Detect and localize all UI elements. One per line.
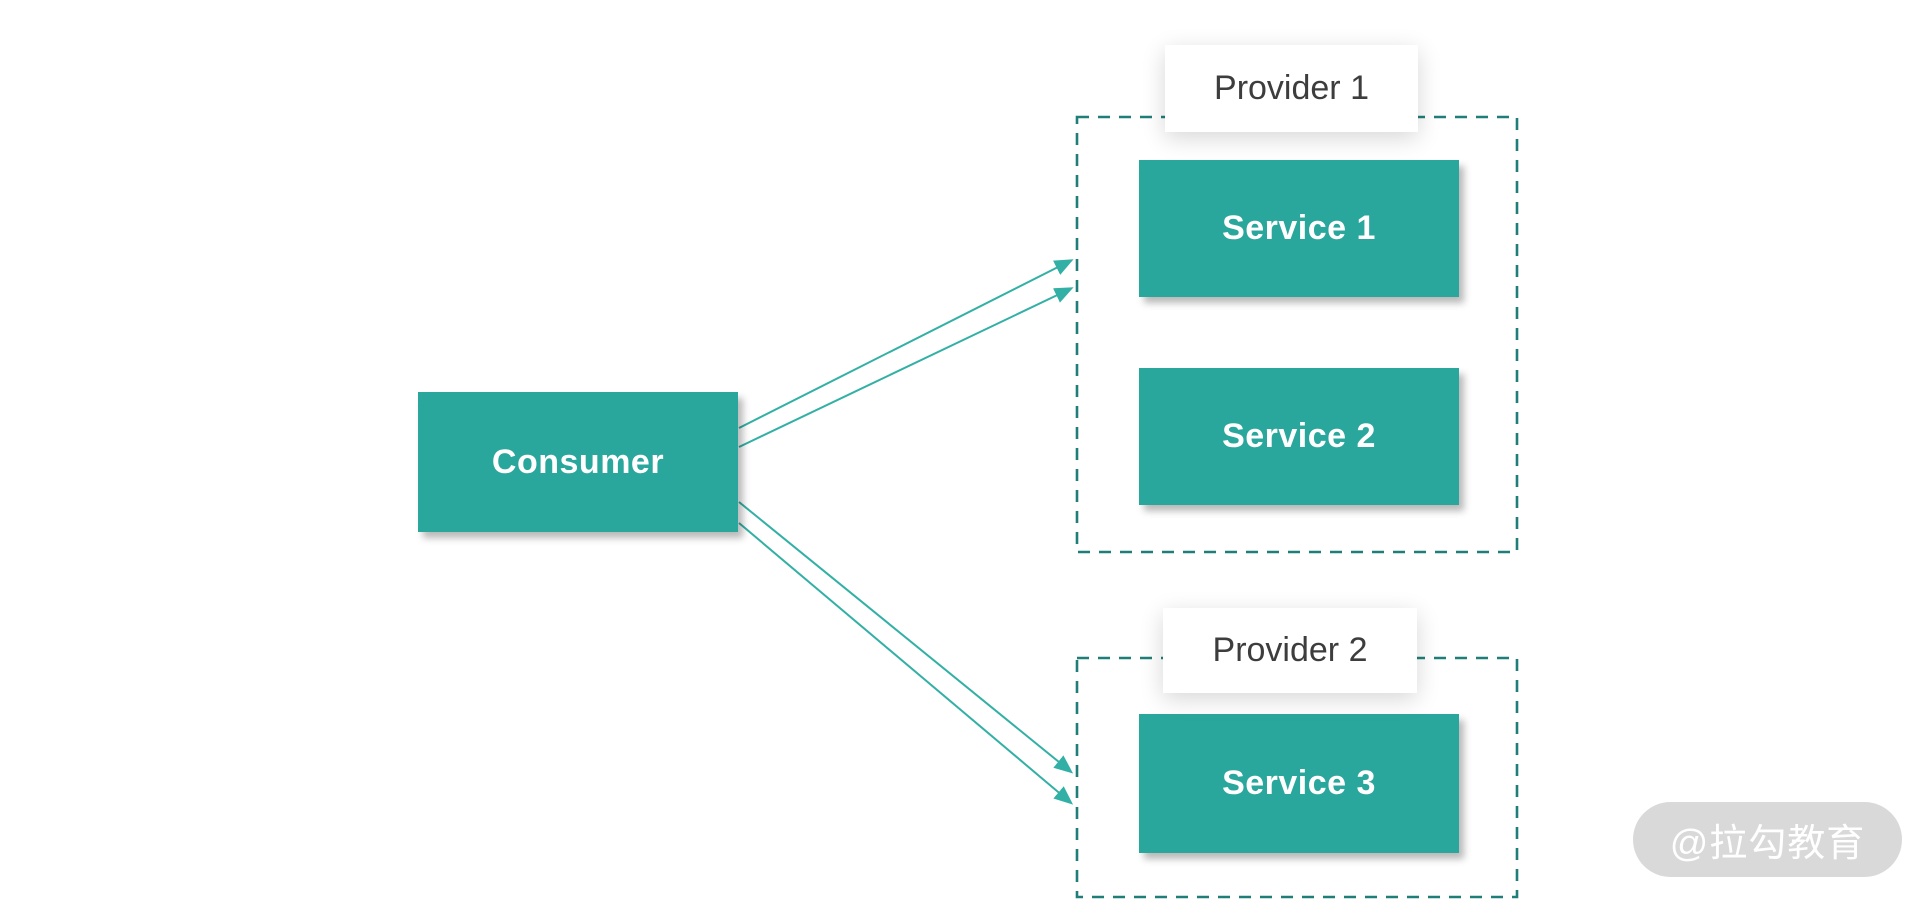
watermark-text: @拉勾教育 xyxy=(1669,823,1866,865)
service1-node: Service 1 xyxy=(1139,160,1459,297)
provider1-group-label-text: Provider 1 xyxy=(1214,69,1369,107)
consumer-to-provider1-link-1 xyxy=(738,259,1074,429)
consumer-node-label: Consumer xyxy=(491,442,665,481)
consumer-to-provider1-link-2 xyxy=(738,287,1074,448)
service1-node-label: Service 1 xyxy=(1222,209,1376,247)
provider2-group-label-text: Provider 2 xyxy=(1212,631,1368,669)
service2-node: Service 2 xyxy=(1139,368,1459,505)
watermark-badge: @拉勾教育 xyxy=(1633,802,1902,877)
provider2-group-label: Provider 2 xyxy=(1163,608,1417,693)
consumer-node: Consumer xyxy=(418,392,738,532)
arrow-layer xyxy=(738,259,1074,805)
consumer-to-provider2-link-1 xyxy=(738,501,1074,774)
service2-node-label: Service 2 xyxy=(1222,417,1376,455)
provider1-group-label: Provider 1 xyxy=(1165,45,1418,132)
consumer-to-provider2-link-2 xyxy=(738,522,1074,805)
service3-node-label: Service 3 xyxy=(1222,764,1376,802)
service3-node: Service 3 xyxy=(1139,714,1459,853)
